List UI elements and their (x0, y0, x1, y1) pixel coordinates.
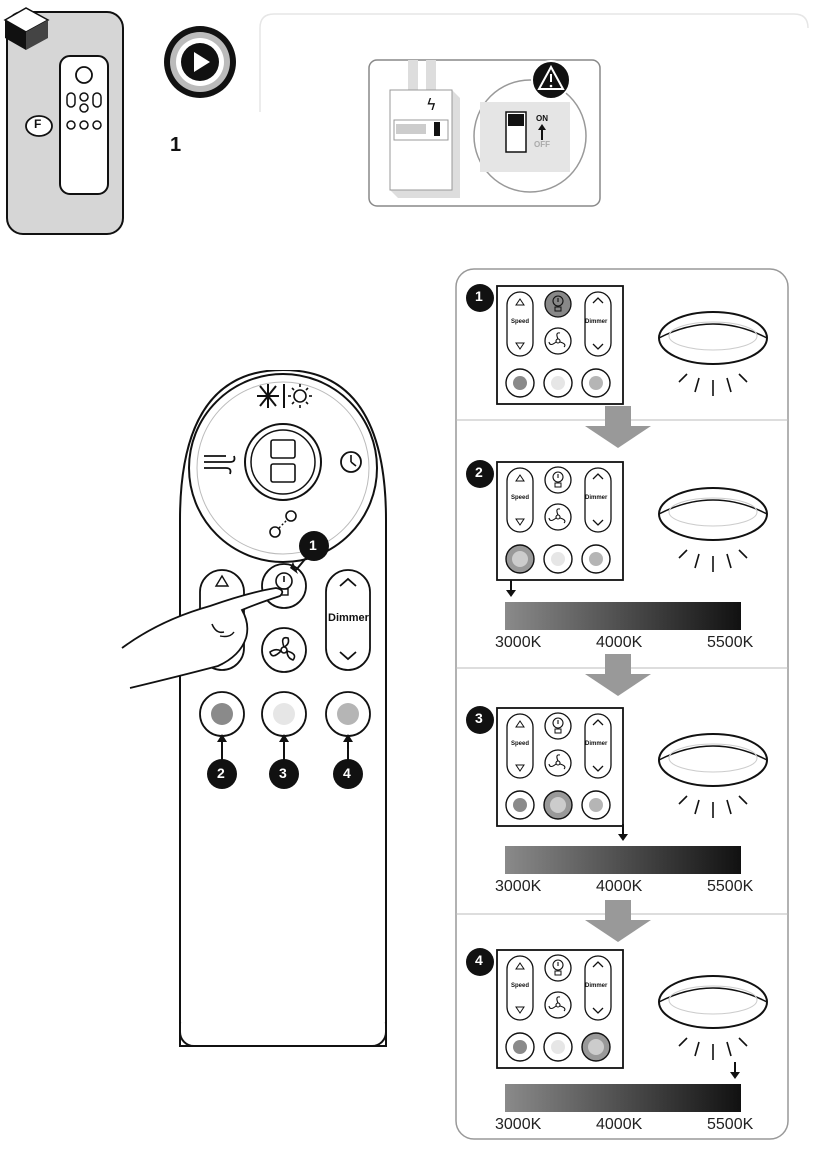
speed-label: Speed (511, 741, 530, 747)
mode-letter-badge: F (34, 117, 42, 131)
step-number-label: 2 (475, 464, 483, 480)
dimmer-label: Dimmer (585, 495, 608, 501)
step-block: 1 Speed Dimmer (455, 282, 789, 412)
speed-label: Speed (511, 495, 530, 501)
temp-label: 4000K (596, 878, 643, 895)
clock-icon (340, 451, 362, 473)
warning-icon (531, 60, 571, 100)
svg-text:ϟ: ϟ (426, 95, 437, 114)
step-number-label: 1 (475, 288, 483, 304)
speed-label: Speed (511, 983, 530, 989)
temp-label: 4000K (596, 1116, 643, 1133)
color-temp-bar (505, 602, 741, 630)
temp-label: 4000K (596, 634, 643, 651)
step-block: 4 Speed Dimmer (455, 946, 789, 1076)
switch-off-label: OFF (534, 140, 550, 149)
play-icon (162, 24, 238, 100)
bulb-power-icon (275, 572, 293, 596)
dimmer-label: Dimmer (585, 983, 608, 989)
step-number: 1 (170, 134, 182, 156)
temp-marker-arrow-icon (729, 1062, 741, 1080)
package-icon (3, 7, 50, 50)
callout-3: 3 (279, 765, 287, 781)
snowflake-icon (257, 384, 279, 408)
temp-label: 3000K (495, 878, 542, 895)
callout-4: 4 (343, 765, 351, 781)
pointing-hand-icon (121, 587, 284, 689)
temp-marker-arrow-icon (617, 824, 629, 842)
temp-marker-arrow-icon (505, 580, 517, 598)
color-temp-bar (505, 1084, 741, 1112)
temp-label: 3000K (495, 634, 542, 651)
temp-label: 5500K (707, 878, 754, 895)
sun-icon (288, 384, 312, 408)
step-number-label: 4 (475, 952, 483, 968)
callout-2: 2 (217, 765, 225, 781)
temp-label: 5500K (707, 1116, 754, 1133)
digit-display-icon (270, 439, 296, 483)
remote-thumbnail-panel: F (0, 0, 130, 240)
pairing-icon (269, 510, 297, 538)
temp-label: 3000K (495, 1116, 542, 1133)
dimmer-label: Dimmer (585, 319, 608, 325)
dimmer-label: Dimmer (328, 612, 369, 624)
speed-label: Speed (511, 319, 530, 325)
temp-label: 5500K (707, 634, 754, 651)
step-arrow-icon (585, 406, 651, 942)
breaker-switch-illustration: ϟ ON OFF (368, 58, 602, 208)
top-frame (258, 12, 810, 252)
remote-control: Dimmer 1 2 3 4 (100, 370, 400, 1060)
color-temp-bar (505, 846, 741, 874)
fan-icon (269, 636, 296, 661)
switch-on-label: ON (536, 114, 548, 123)
dimmer-label: Dimmer (585, 741, 608, 747)
step-number-label: 3 (475, 710, 483, 726)
steps-panel: 1 Speed Dimmer (455, 268, 789, 1140)
step-block: 3 Speed Dimmer (455, 704, 789, 834)
step-block: 2 Speed Dimmer (455, 458, 789, 588)
wind-icon (204, 455, 236, 475)
callout-1: 1 (309, 537, 317, 553)
